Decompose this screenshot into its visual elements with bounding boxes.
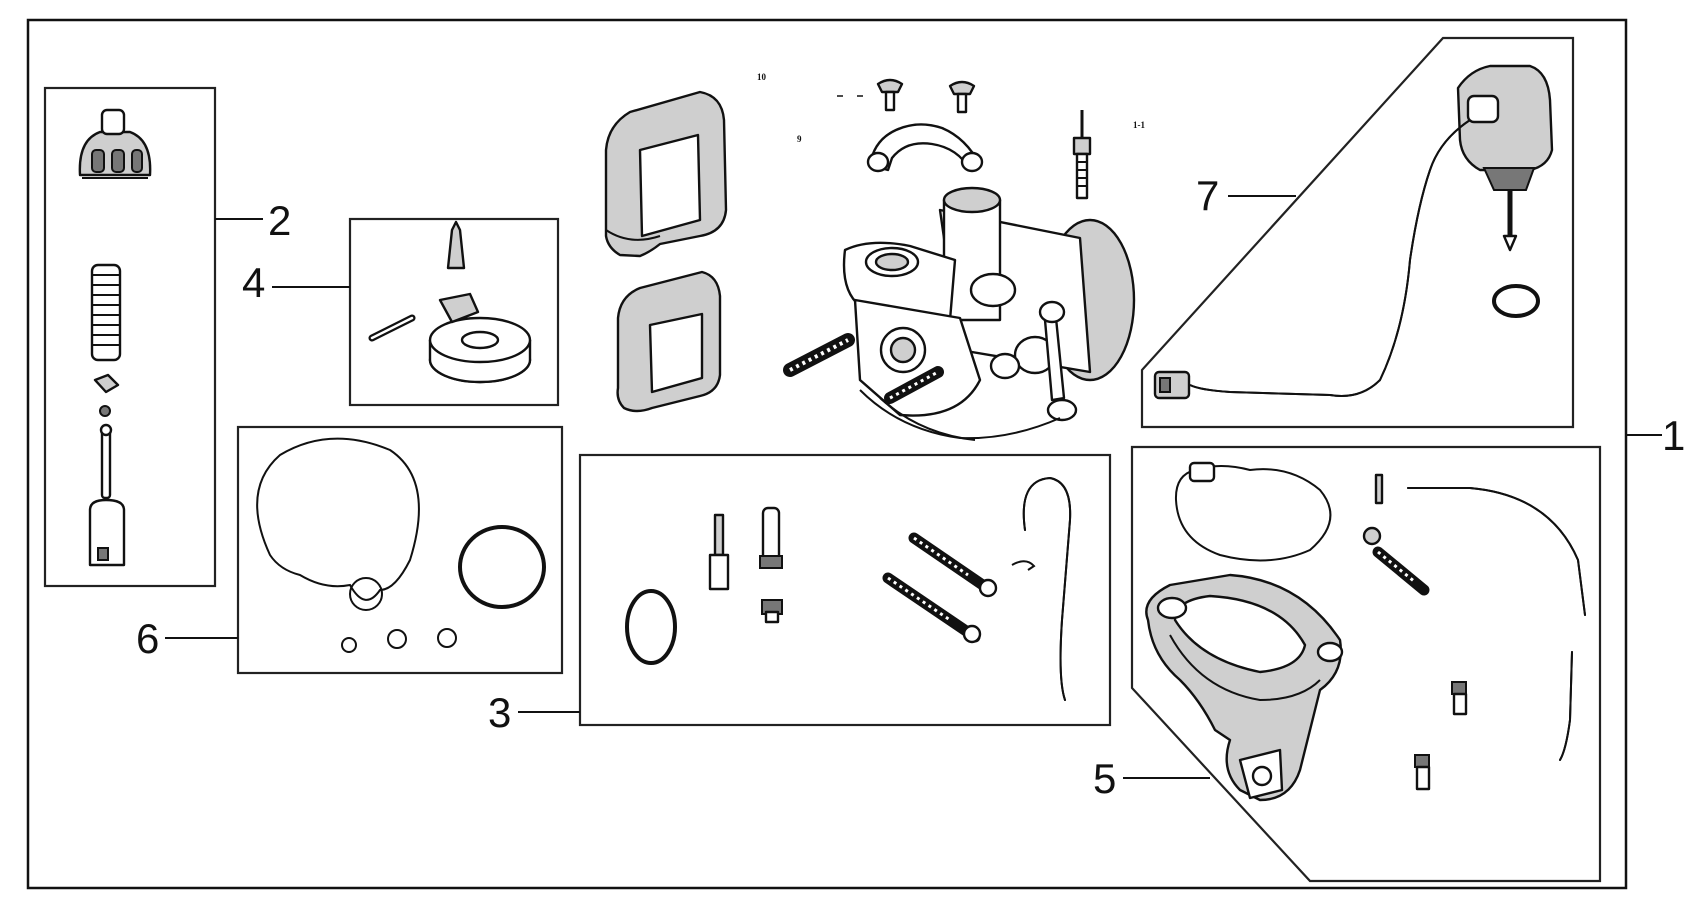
bowl-screw-b-part (1414, 754, 1431, 791)
diaphragm-cap-part (78, 108, 152, 179)
float-part (428, 292, 532, 384)
kit-5-group (1130, 445, 1602, 883)
idle-adjust-screw-part (884, 366, 944, 404)
callout-6-label: 6 (136, 615, 159, 662)
kit-3-clip-part (1011, 560, 1036, 571)
choke-connector-part (1153, 370, 1191, 400)
bowl-screw-a-part (1451, 681, 1468, 716)
kit-7-group (1140, 36, 1575, 429)
kit-2-box (43, 86, 217, 588)
auto-choke-part (1456, 64, 1554, 252)
throttle-slide-part (88, 498, 126, 567)
jet-plug-part (761, 599, 783, 624)
callout-2-label: 2 (268, 197, 291, 244)
kit-7-box (1140, 36, 1575, 429)
jet-needle-part (99, 423, 113, 500)
kit-4-group (348, 217, 560, 407)
idle-screw-fitting-part (1072, 110, 1092, 200)
kit-6-box (236, 425, 564, 675)
callout-4-label: 4 (242, 259, 265, 306)
kit-3-group (578, 453, 1112, 727)
callout-3-label: 3 (488, 689, 511, 736)
screw-right-part (948, 80, 976, 114)
kit-5-hose-upper-part (1407, 487, 1586, 616)
screw-left-part (876, 78, 904, 112)
kit-5-clip-part (1374, 473, 1384, 505)
float-valve-part (446, 220, 466, 270)
o-ring-small-b-part (387, 629, 407, 649)
pilot-screw-b-part (882, 572, 982, 644)
drain-screw-part (1362, 526, 1430, 596)
overflow-hose-part (1022, 476, 1072, 701)
o-ring-small-a-part (341, 637, 357, 653)
main-jet-part (708, 513, 730, 591)
float-chamber-bowl-part (1145, 573, 1344, 802)
kit-2-group (43, 86, 217, 588)
kit-5-gasket-part (1174, 465, 1332, 562)
callout-5-label: 5 (1093, 755, 1116, 802)
needle-jet-part (759, 506, 783, 569)
callout-7-label: 7 (1196, 172, 1219, 219)
kit-3-ring-part (625, 589, 677, 665)
top-cover-part (604, 90, 728, 258)
callout-1-label: 1 (1662, 412, 1685, 459)
kit-4-box (348, 217, 560, 407)
carburetor-body-part (842, 186, 1136, 441)
float-chamber-gasket-part (256, 437, 420, 601)
mixture-screw-part (783, 333, 855, 377)
part-number-9-label: 9 (797, 134, 802, 144)
clip-part (93, 373, 120, 394)
bottom-cover-part (616, 270, 722, 413)
outer-frame (26, 18, 1628, 890)
o-ring-large-part (458, 525, 546, 609)
spring-part (90, 263, 122, 362)
kit-6-group (236, 425, 564, 675)
washer-part (99, 405, 111, 417)
choke-o-ring-part (1492, 284, 1540, 318)
pilot-screw-a-part (908, 532, 998, 598)
kit-3-box (578, 453, 1112, 727)
part-number-10-label: 10 (757, 72, 767, 82)
part-number-1-1-label: 1-1 (1133, 120, 1145, 130)
clamp-bracket-part (866, 123, 984, 173)
o-ring-small-c-part (437, 628, 457, 648)
kit-5-box (1130, 445, 1602, 883)
